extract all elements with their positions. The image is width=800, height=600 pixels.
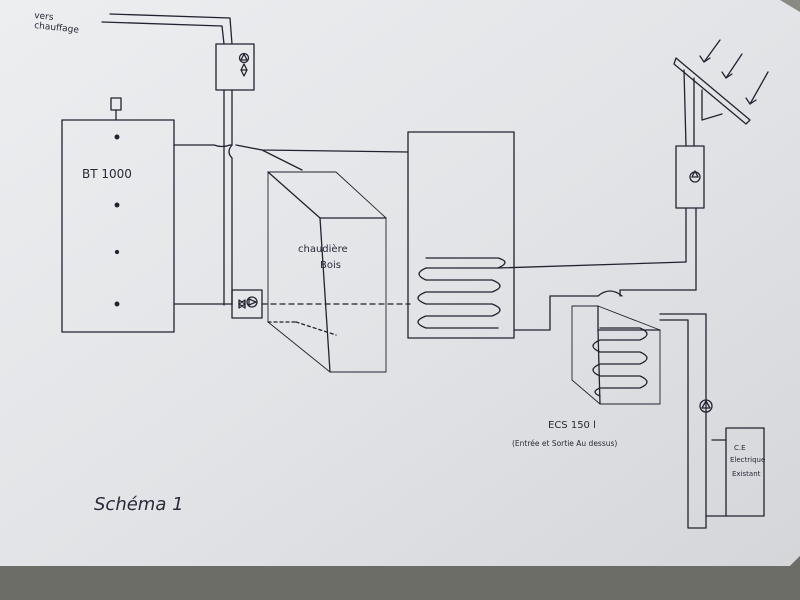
heating-label-line2: chauffage [34,21,80,36]
boiler-label-line1: chaudière [298,243,348,255]
boiler-label: chaudière Bois [298,243,348,271]
electric-heater-label-line1: C.E [734,444,746,452]
boiler-pump-box [232,290,262,318]
ecs-tank-label: ECS 150 l [548,420,596,431]
heat-exchanger-tank [408,132,686,338]
heating-valve-box [216,44,254,90]
paper-sheet [0,0,800,566]
diagram-title: Schéma 1 [94,494,184,515]
ecs-tank-note: (Entrée et Sortie Au dessus) [512,439,617,448]
ecs-tank [571,306,660,404]
electric-heater [660,314,764,528]
buffer-top-pipe [174,145,408,170]
electric-heater-label: C.E Electrique Existant [730,444,765,478]
table-edge [0,556,800,600]
heating-label-line1: vers [34,11,55,23]
boiler-label-line2: Bois [320,260,341,271]
solar-pump-box [676,146,704,290]
buffer-tank [62,98,174,332]
heating-label: vers chauffage [34,11,80,36]
wood-boiler [268,172,386,372]
electric-heater-label-line2: Electrique [730,456,765,464]
buffer-tank-label: BT 1000 [82,167,132,181]
solar-collector [673,40,768,146]
electric-heater-label-line3: Existant [732,470,761,478]
solar-loop-pipe [514,290,696,330]
